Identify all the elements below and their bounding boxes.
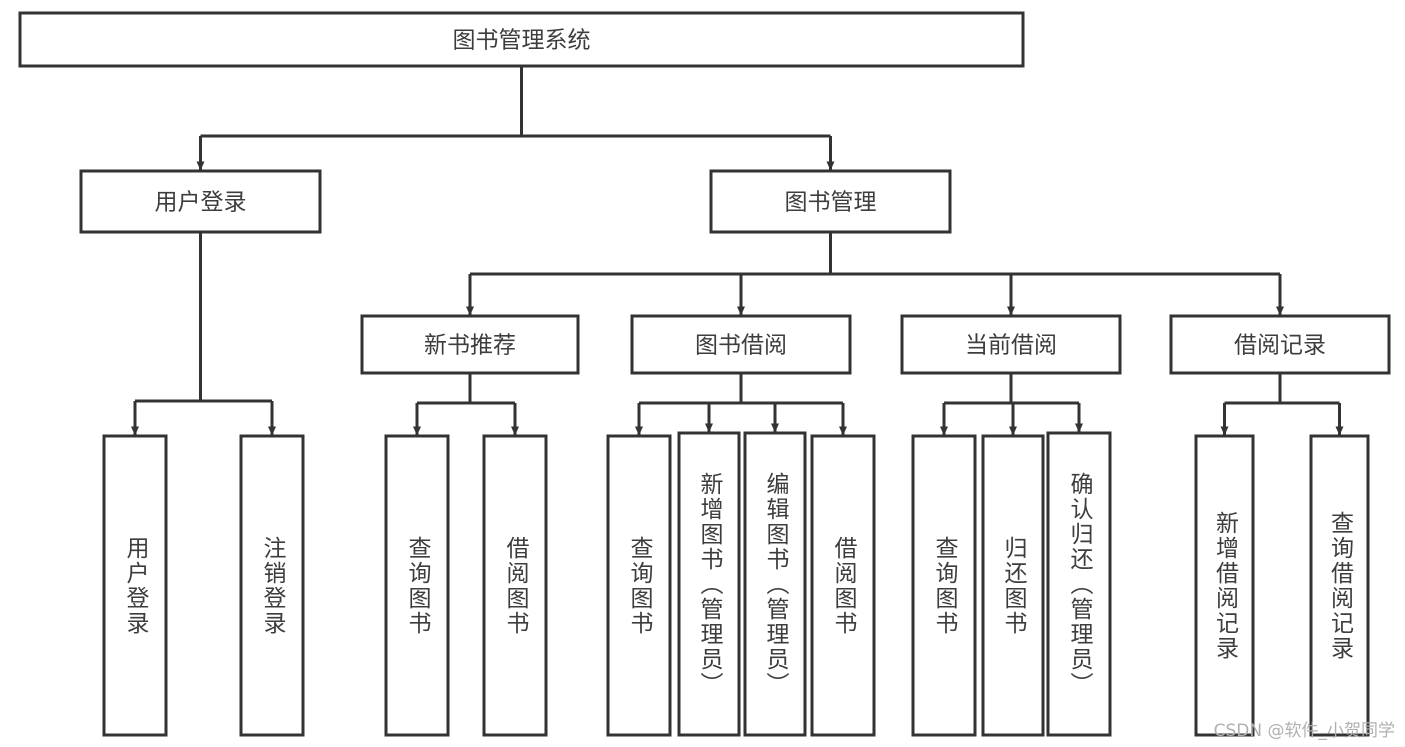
node-box-book-borrow[interactable] — [630, 314, 852, 375]
node-leaf-edit-book-admin[interactable] — [743, 431, 807, 737]
node-current-borrow[interactable]: 当前借阅 — [900, 314, 1122, 375]
node-leaf-borrow-book[interactable] — [810, 434, 876, 737]
connector-group-root — [196, 66, 835, 171]
node-label-book-borrow: 图书借阅 — [695, 333, 787, 359]
node-label-user-login-module: 用户登录 — [155, 190, 247, 216]
node-leaf-logout-login[interactable] — [239, 434, 305, 737]
node-box-leaf-query-book-current[interactable] — [911, 434, 977, 737]
node-leaf-confirm-return-admin[interactable] — [1046, 431, 1112, 737]
node-label-new-book-recommend: 新书推荐 — [424, 333, 516, 359]
node-leaf-user-login[interactable] — [102, 434, 168, 737]
node-leaf-query-book-borrow[interactable] — [606, 434, 672, 737]
node-box-borrow-record[interactable] — [1169, 314, 1391, 375]
connector-group-book-management-module — [466, 232, 1284, 316]
node-leaf-add-book-admin[interactable] — [677, 431, 741, 737]
connector-group-book-borrow — [635, 373, 847, 436]
node-new-book-recommend[interactable]: 新书推荐 — [360, 314, 580, 375]
node-box-root[interactable] — [18, 11, 1025, 68]
connector-group-current-borrow — [940, 373, 1083, 436]
node-label-book-management-module: 图书管理 — [785, 190, 877, 216]
node-box-leaf-borrow-book-recommend[interactable] — [482, 434, 548, 737]
node-box-book-management-module[interactable] — [709, 169, 952, 234]
node-box-leaf-add-borrow-record[interactable] — [1194, 434, 1255, 737]
node-box-leaf-query-book-borrow[interactable] — [606, 434, 672, 737]
node-box-user-login-module[interactable] — [79, 169, 322, 234]
node-book-borrow[interactable]: 图书借阅 — [630, 314, 852, 375]
node-box-leaf-confirm-return-admin[interactable] — [1046, 431, 1112, 737]
node-leaf-query-book-recommend[interactable] — [384, 434, 450, 737]
node-box-leaf-edit-book-admin[interactable] — [743, 431, 807, 737]
node-box-leaf-borrow-book[interactable] — [810, 434, 876, 737]
node-leaf-add-borrow-record[interactable] — [1194, 434, 1255, 737]
node-leaf-query-book-current[interactable] — [911, 434, 977, 737]
watermark-text: CSDN @软件_小贺同学 — [1213, 721, 1395, 741]
node-borrow-record[interactable]: 借阅记录 — [1169, 314, 1391, 375]
node-box-leaf-query-book-recommend[interactable] — [384, 434, 450, 737]
node-leaf-return-book[interactable] — [981, 434, 1045, 737]
node-user-login-module[interactable]: 用户登录 — [79, 169, 322, 234]
node-label-current-borrow: 当前借阅 — [965, 333, 1057, 359]
node-label-root: 图书管理系统 — [453, 28, 591, 54]
connector-group-new-book-recommend — [413, 373, 519, 436]
connector-group-user-login-module — [131, 232, 276, 436]
connector-group-borrow-record — [1220, 373, 1344, 436]
node-root[interactable]: 图书管理系统 — [18, 11, 1025, 68]
node-box-leaf-user-login[interactable] — [102, 434, 168, 737]
connector-layer — [131, 66, 1344, 436]
node-box-leaf-return-book[interactable] — [981, 434, 1045, 737]
node-box-current-borrow[interactable] — [900, 314, 1122, 375]
node-label-borrow-record: 借阅记录 — [1234, 333, 1326, 359]
node-book-management-module[interactable]: 图书管理 — [709, 169, 952, 234]
node-box-new-book-recommend[interactable] — [360, 314, 580, 375]
node-box-leaf-add-book-admin[interactable] — [677, 431, 741, 737]
node-box-leaf-logout-login[interactable] — [239, 434, 305, 737]
node-box-leaf-query-borrow-record[interactable] — [1309, 434, 1370, 737]
node-leaf-query-borrow-record[interactable] — [1309, 434, 1370, 737]
node-leaf-borrow-book-recommend[interactable] — [482, 434, 548, 737]
